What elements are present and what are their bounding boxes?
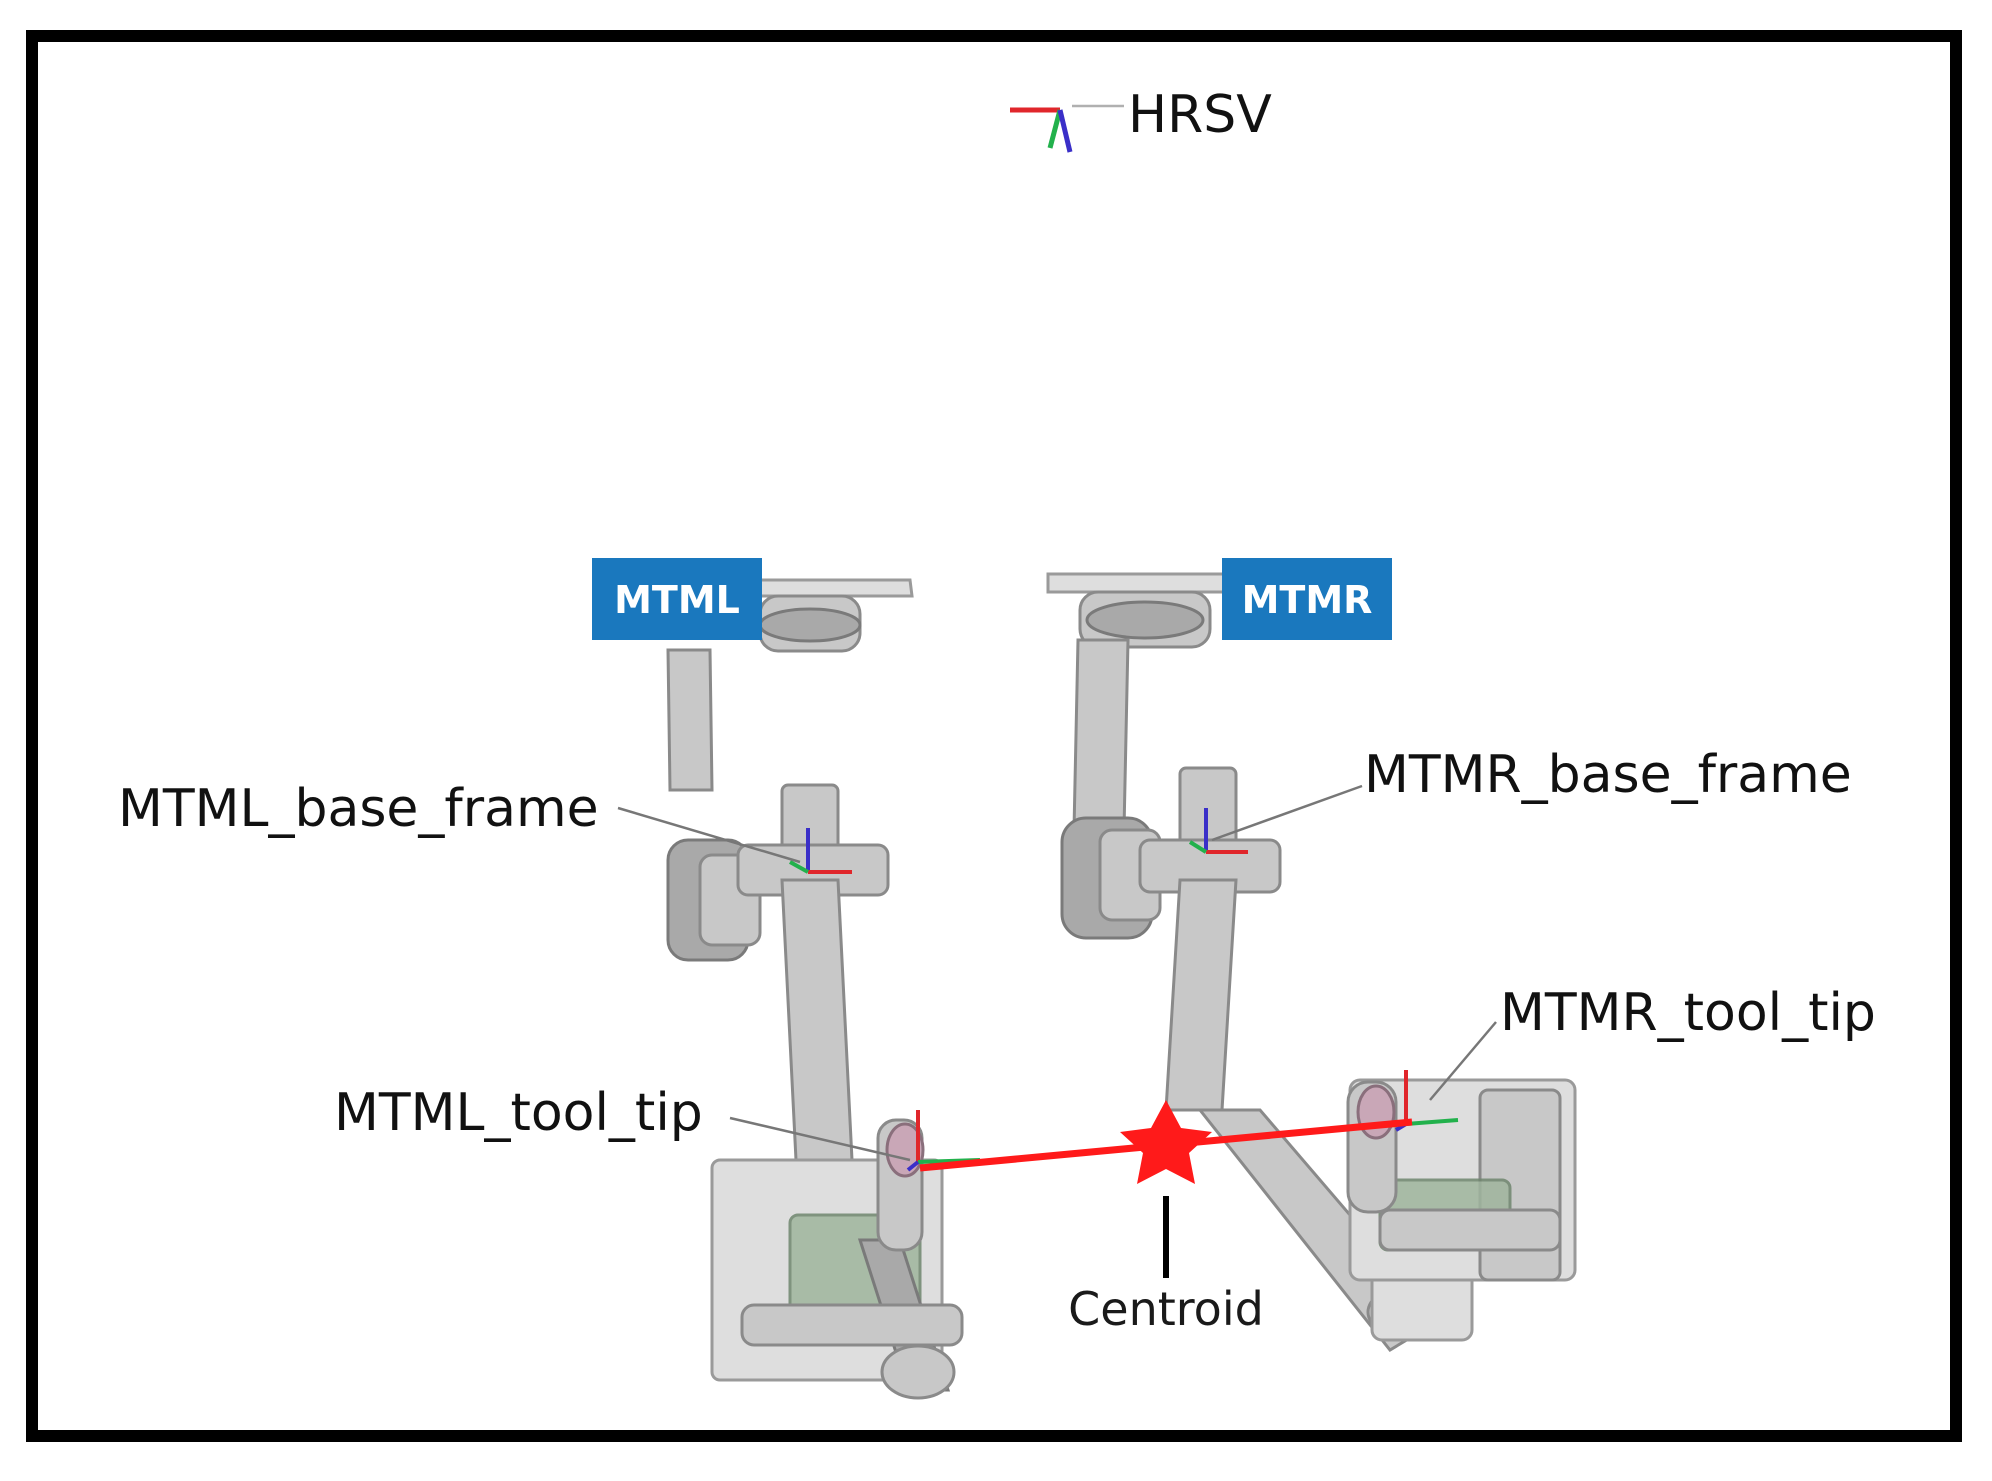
mtmr-badge-label: MTMR [1242,578,1373,622]
mtmr-badge: MTMR [1222,558,1392,640]
mtmr-tool-tip-label: MTMR_tool_tip [1500,983,1876,1043]
mtml-base-frame-axes [789,828,852,874]
mtml-base-frame-leader [617,806,801,864]
hrsv-frame-axes [1010,104,1124,153]
mtml-badge: MTML [592,558,762,640]
mtml-badge-label: MTML [614,578,740,622]
mtml-tool-tip-leader [729,1116,911,1162]
centroid-label: Centroid [1068,1282,1264,1336]
mtmr-base-frame-label: MTMR_base_frame [1364,745,1852,805]
hrsv-label: HRSV [1128,85,1272,145]
mtmr-tool-tip-leader [1429,1021,1497,1101]
mtmr-base-frame-leader [1211,784,1363,842]
mtml-base-frame-label: MTML_base_frame [118,779,599,839]
mtml-manipulator [666,578,964,1400]
figure-frame [26,30,1962,1442]
mtml-tool-tip-label: MTML_tool_tip [334,1083,703,1143]
centroid-star-icon [1120,1100,1212,1184]
mtmr-manipulator [1046,572,1577,1352]
mtmr-base-frame-axes [1188,808,1248,854]
